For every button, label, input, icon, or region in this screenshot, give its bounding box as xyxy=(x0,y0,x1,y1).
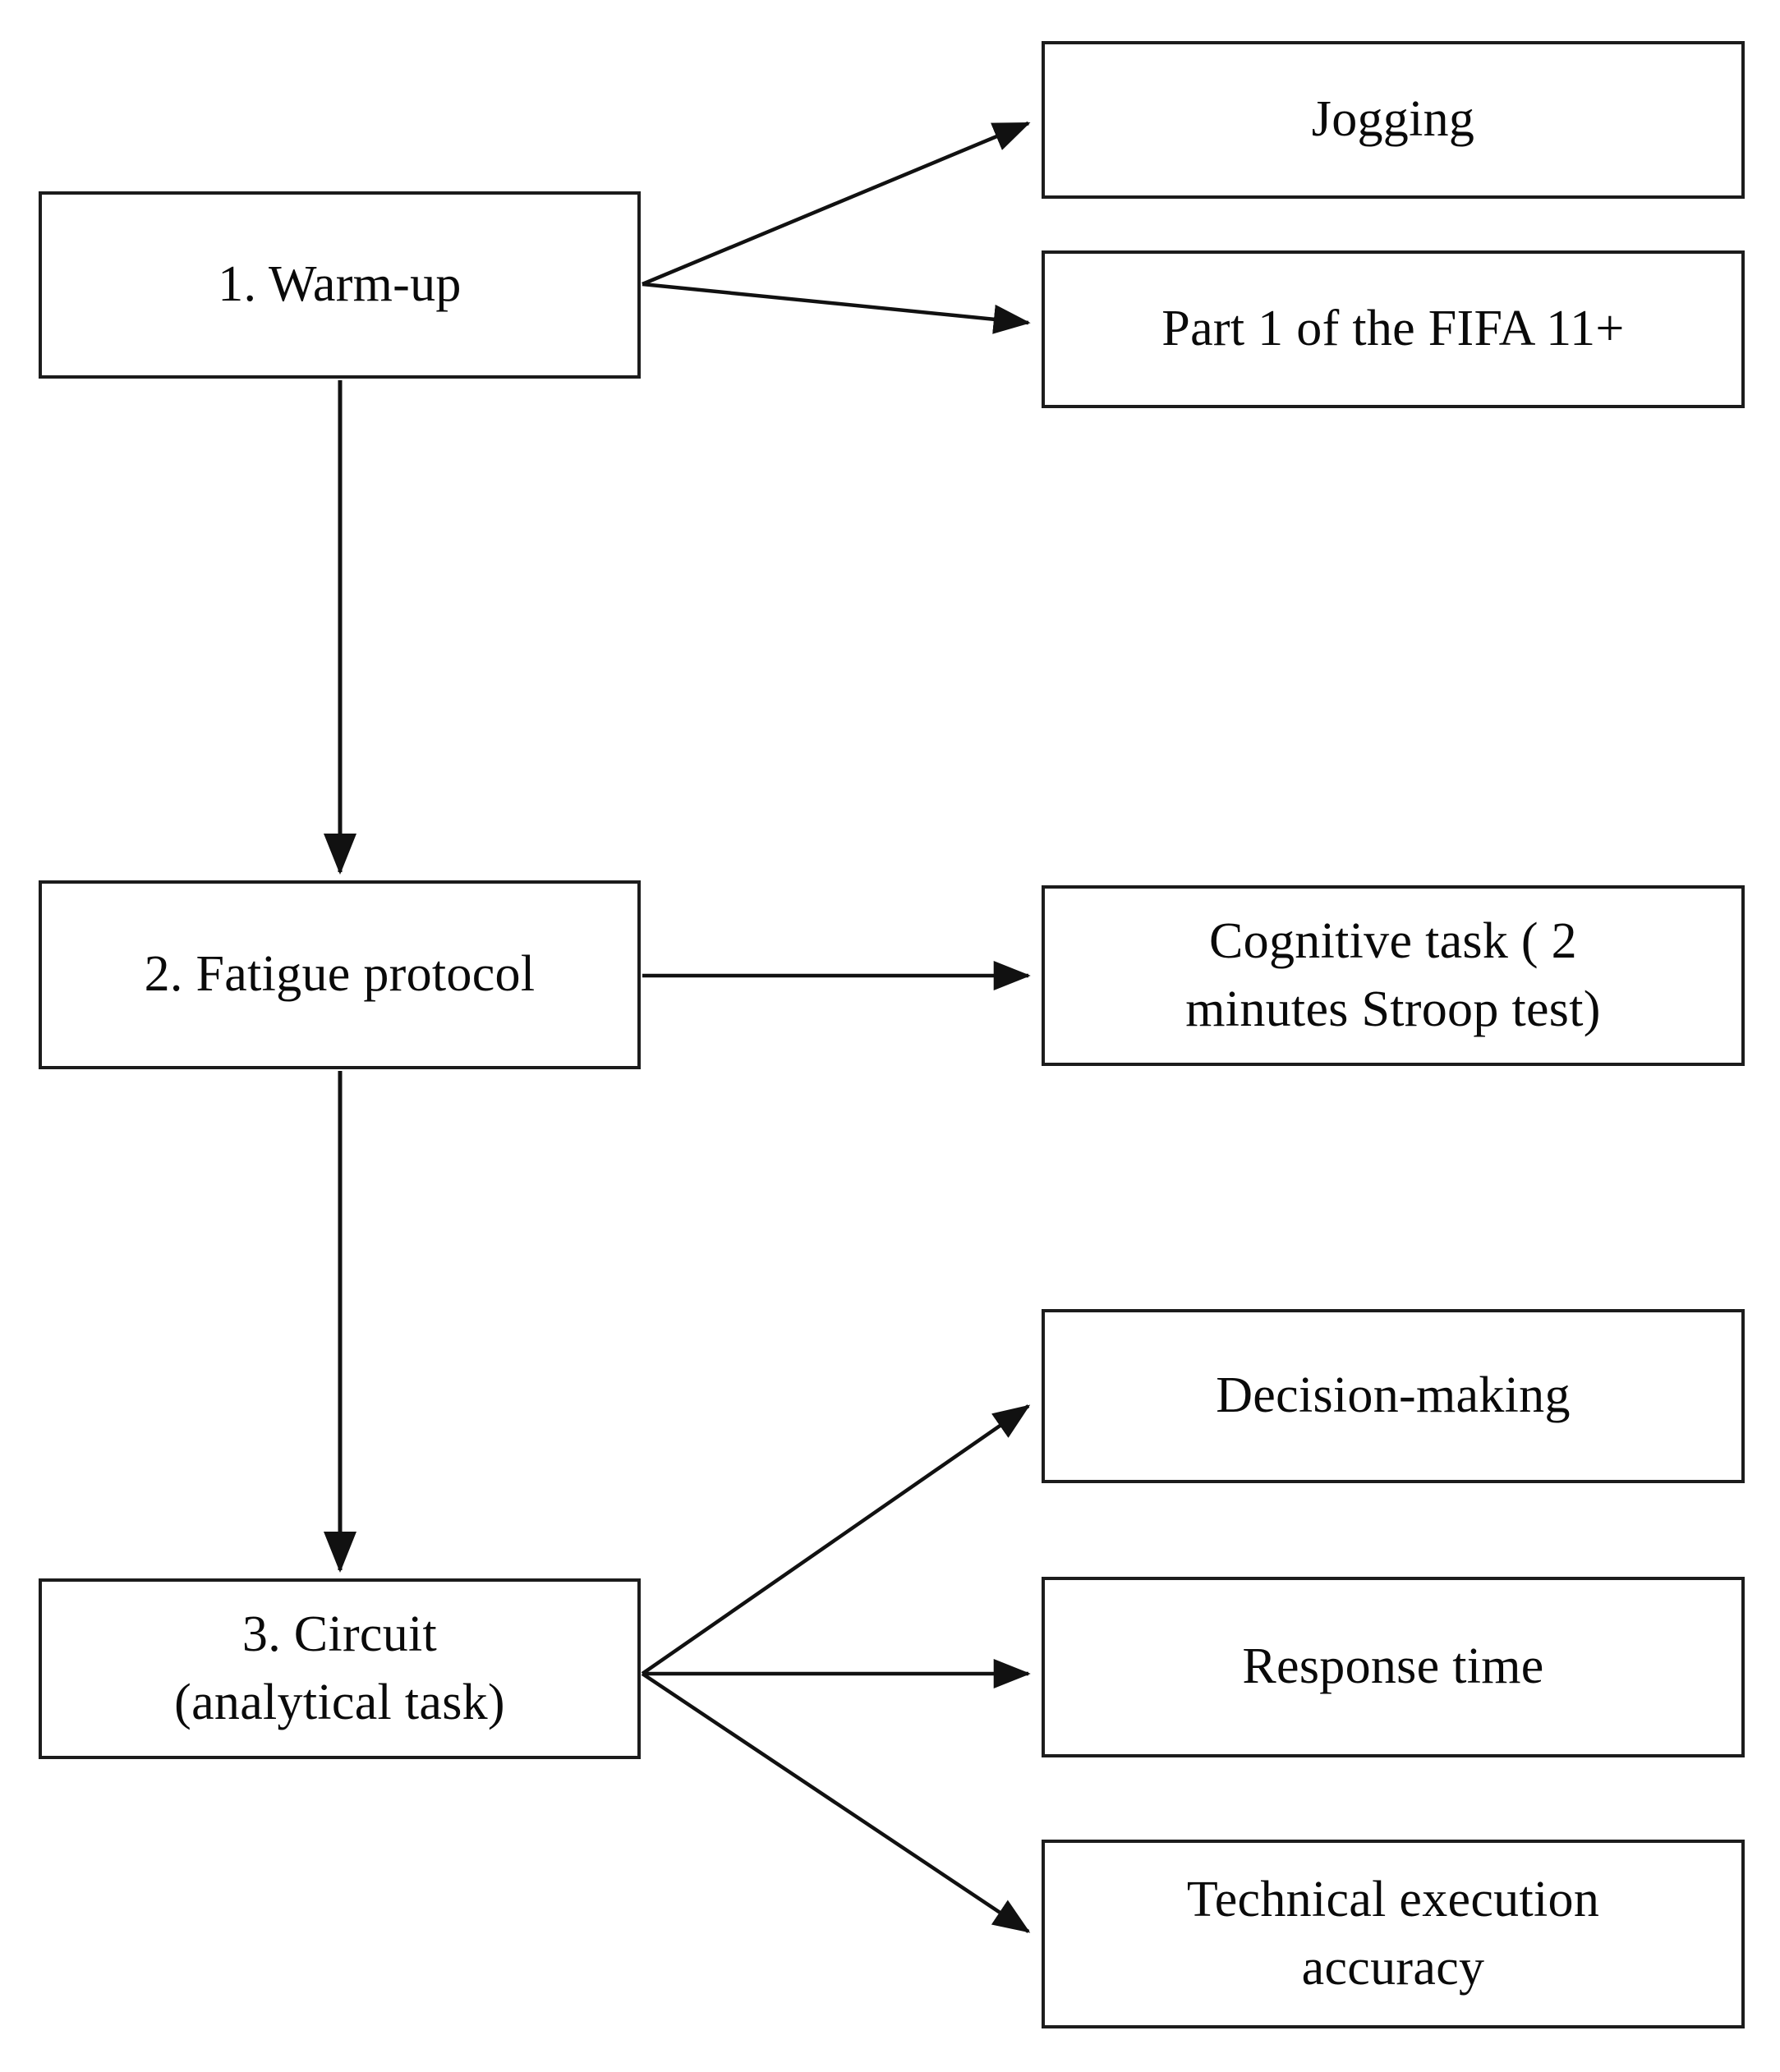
node-warm-up[interactable]: 1. Warm-up xyxy=(39,191,641,379)
node-fifa-part-1[interactable]: Part 1 of the FIFA 11+ xyxy=(1042,250,1745,408)
node-circuit-analytical-task[interactable]: 3. Circuit (analytical task) xyxy=(39,1578,641,1759)
node-cognitive-task[interactable]: Cognitive task ( 2 minutes Stroop test) xyxy=(1042,885,1745,1066)
node-cognitive-task-label: Cognitive task ( 2 minutes Stroop test) xyxy=(1185,912,1601,1037)
node-technical-execution-accuracy-label: Technical execution accuracy xyxy=(1186,1871,1600,1996)
node-fifa-part-1-label: Part 1 of the FIFA 11+ xyxy=(1161,301,1625,357)
node-decision-making[interactable]: Decision-making xyxy=(1042,1309,1745,1483)
node-fatigue-protocol[interactable]: 2. Fatigue protocol xyxy=(39,880,641,1069)
node-technical-execution-accuracy[interactable]: Technical execution accuracy xyxy=(1042,1840,1745,2028)
node-response-time[interactable]: Response time xyxy=(1042,1577,1745,1757)
edge-warmup-to-jogging xyxy=(642,121,1031,287)
node-response-time-label: Response time xyxy=(1242,1638,1544,1695)
node-decision-making-label: Decision-making xyxy=(1216,1367,1571,1424)
node-warm-up-label: 1. Warm-up xyxy=(218,256,462,313)
node-jogging[interactable]: Jogging xyxy=(1042,41,1745,199)
edge-circuit-to-decision xyxy=(641,1404,1031,1675)
edge-circuit-to-technical xyxy=(641,1672,1031,1933)
edge-warmup-to-fifa xyxy=(642,282,1031,334)
node-fatigue-protocol-label: 2. Fatigue protocol xyxy=(144,946,536,1003)
node-jogging-label: Jogging xyxy=(1311,91,1475,148)
node-circuit-analytical-task-label: 3. Circuit (analytical task) xyxy=(174,1606,505,1730)
